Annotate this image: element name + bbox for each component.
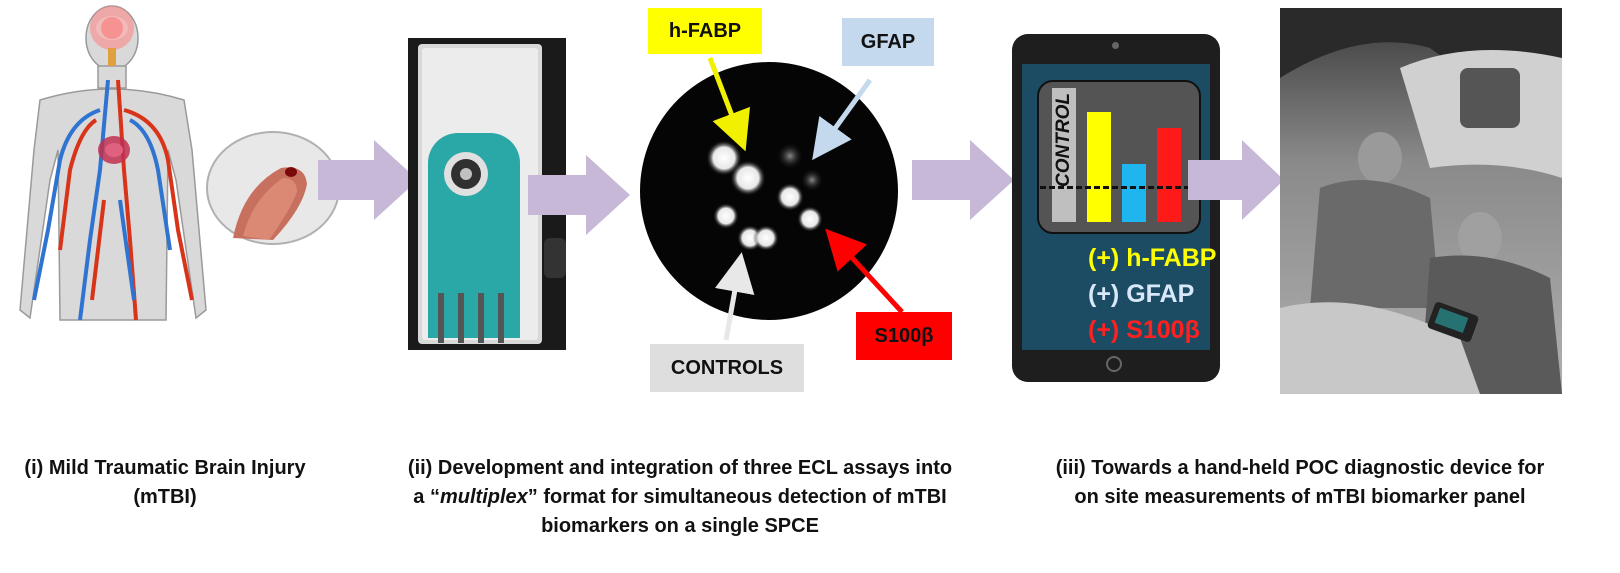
- caption-step1: (i) Mild Traumatic Brain Injury (mTBI): [0, 454, 330, 512]
- control-bar-label: CONTROL: [1053, 93, 1074, 187]
- s100b-label: S100β: [856, 312, 952, 360]
- caption-step1-line1: (i) Mild Traumatic Brain Injury: [24, 457, 306, 479]
- human-body-illustration: [0, 0, 220, 380]
- bar-control: [1052, 88, 1076, 222]
- caption-step2-line2-pre: a “: [413, 486, 440, 508]
- caption-step3-line2: on site measurements of mTBI biomarker p…: [1074, 486, 1526, 508]
- caption-step2-line2-em: multiplex: [439, 486, 528, 508]
- flow-arrow-1: [318, 140, 418, 220]
- threshold-line: [1040, 186, 1190, 189]
- caption-step1-line2: (mTBI): [133, 486, 197, 508]
- caption-step2-line1: (ii) Development and integration of thre…: [407, 457, 953, 479]
- tablet-result-s100b: (+) S100β: [1088, 316, 1200, 344]
- controls-label: CONTROLS: [650, 344, 804, 392]
- bar-s100b: [1157, 128, 1181, 222]
- flow-arrow-4: [1188, 140, 1284, 220]
- tablet-result-hfabp: (+) h-FABP: [1088, 244, 1217, 272]
- tablet-result-gfap: (+) GFAP: [1088, 280, 1195, 308]
- caption-step2-line2-post: ” format for simultaneous detection of m…: [527, 486, 947, 508]
- flow-arrow-2: [528, 155, 630, 235]
- paramedics-photo: [1280, 8, 1562, 394]
- tablet-home-button: [1106, 356, 1122, 372]
- blood-drop-finger-image: [203, 128, 343, 248]
- caption-step3: (iii) Towards a hand-held POC diagnostic…: [1010, 454, 1590, 512]
- tablet-camera: [1112, 42, 1119, 49]
- bar-gfap: [1122, 164, 1146, 222]
- hfabp-label: h-FABP: [648, 8, 762, 54]
- gfap-label: GFAP: [842, 18, 934, 66]
- caption-step3-line1: (iii) Towards a hand-held POC diagnostic…: [1055, 457, 1545, 479]
- caption-step2-line3: biomarkers on a single SPCE: [541, 515, 819, 537]
- bar-hfabp: [1087, 112, 1111, 222]
- flow-arrow-3: [912, 140, 1014, 220]
- pointer-arrows: [707, 57, 904, 341]
- caption-step2-line2: a “multiplex” format for simultaneous de…: [370, 483, 990, 512]
- caption-step2: (ii) Development and integration of thre…: [370, 454, 990, 541]
